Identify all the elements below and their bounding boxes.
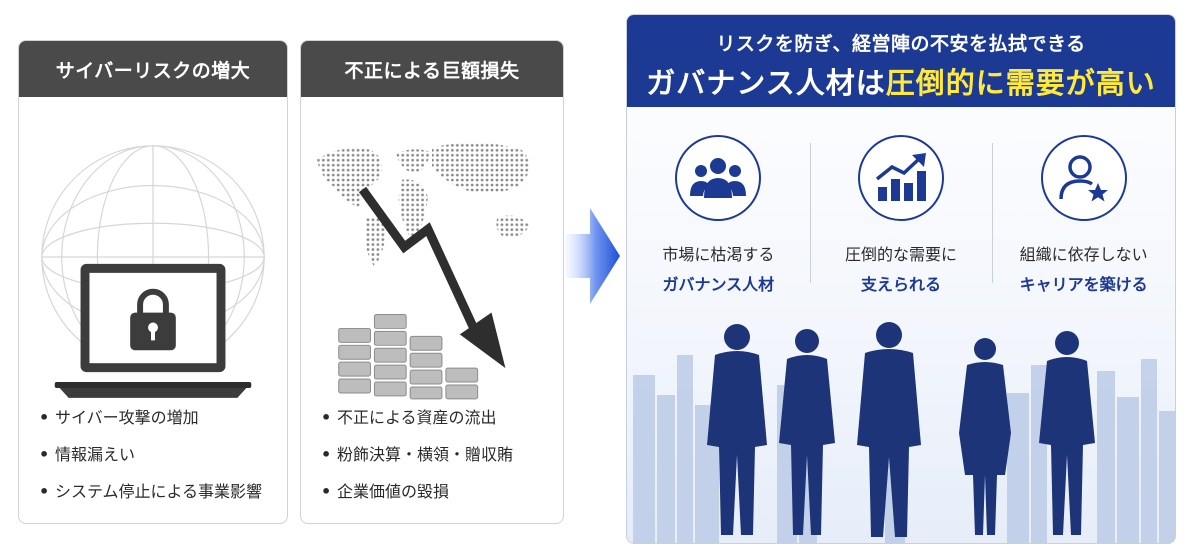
businessman-silhouette	[707, 324, 767, 535]
feature-text: 組織に依存しない	[1019, 245, 1148, 264]
people-group-icon	[675, 135, 762, 221]
person-star-icon	[1040, 135, 1127, 221]
cyber-risk-bullet-list: •サイバー攻撃の増加 •情報漏えい •システム停止による事業影響	[39, 399, 262, 510]
businessman-silhouette	[857, 322, 921, 537]
fraud-loss-card: 不正による巨額損失	[300, 40, 564, 524]
business-people-skyline-illustration	[633, 322, 1175, 543]
globe-laptop-padlock-illustration	[41, 145, 265, 398]
feature-item: 組織に依存しない キャリアを築ける	[992, 135, 1175, 305]
feature-emphasis: ガバナンス人材	[662, 275, 775, 294]
cyber-risk-card-title: サイバーリスクの増大	[19, 41, 287, 97]
list-item: •企業価値の毀損	[321, 482, 450, 501]
panel-header: リスクを防ぎ、経営陣の不安を払拭できる ガバナンス人材は圧倒的に需要が高い	[627, 15, 1175, 107]
fraud-loss-card-title: 不正による巨額損失	[301, 41, 563, 97]
list-item: •サイバー攻撃の増加	[39, 408, 199, 427]
feature-emphasis: 支えられる	[861, 275, 942, 294]
list-item: •システム停止による事業影響	[39, 482, 263, 501]
feature-text: 圧倒的な需要に	[845, 245, 958, 264]
headline-prefix: ガバナンス人材は	[646, 66, 886, 100]
feature-text: 市場に枯渇する	[662, 245, 775, 264]
padlock-icon	[130, 288, 176, 351]
world-map-falling-arrow-illustration	[316, 142, 530, 400]
world-map-icon	[316, 142, 530, 267]
governance-talent-panel: リスクを防ぎ、経営陣の不安を払拭できる ガバナンス人材は圧倒的に需要が高い 市場…	[626, 14, 1176, 544]
list-item: •粉飾決算・横領・贈収賄	[321, 445, 514, 464]
fraud-loss-bullet-list: •不正による資産の流出 •粉飾決算・横領・贈収賄 •企業価値の毀損	[321, 399, 513, 510]
coin-stacks-icon	[338, 314, 479, 400]
growth-chart-icon	[858, 135, 944, 221]
headline-line-1: リスクを防ぎ、経営陣の不安を払拭できる	[716, 33, 1086, 55]
cyber-risk-card: サイバーリスクの増大 •サイバー攻撃の増加 •情報漏えい •システム停止による事…	[18, 40, 288, 524]
headline-highlight: 圧倒的に需要が高い	[885, 66, 1156, 100]
feature-item: 市場に枯渇する ガバナンス人材	[627, 135, 810, 305]
feature-row: 市場に枯渇する ガバナンス人材 圧倒的な需要に 支えられる	[627, 135, 1175, 305]
businessman-silhouette	[1039, 331, 1095, 535]
right-arrow-icon	[566, 208, 620, 304]
city-skyline-icon	[633, 355, 1175, 543]
falling-arrow-icon	[358, 186, 506, 369]
businessman-silhouette	[779, 329, 835, 535]
list-item: •情報漏えい	[39, 445, 136, 464]
list-item: •不正による資産の流出	[321, 408, 497, 427]
feature-item: 圧倒的な需要に 支えられる	[809, 135, 993, 305]
headline-line-2: ガバナンス人材は圧倒的に需要が高い	[627, 56, 1175, 102]
feature-emphasis: キャリアを築ける	[1019, 275, 1148, 294]
businesswoman-silhouette	[959, 338, 1011, 535]
